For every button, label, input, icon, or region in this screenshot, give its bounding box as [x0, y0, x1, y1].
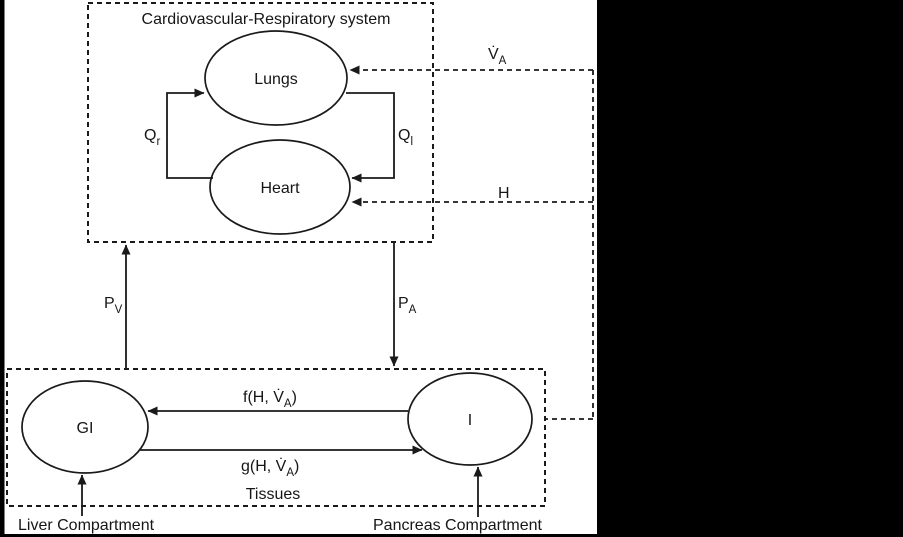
gi-label: GI — [77, 420, 94, 437]
qr-base: Q — [144, 127, 156, 144]
f-sub: A — [284, 398, 292, 410]
va-label: V̇A — [488, 45, 507, 67]
diagram-title: Cardiovascular-Respiratory system — [142, 11, 391, 28]
pancreas-compartment-label: Pancreas Compartment — [373, 517, 543, 534]
ql-label: Ql — [398, 127, 413, 148]
bottom-edge-mask — [0, 534, 903, 537]
tissues-label: Tissues — [246, 486, 301, 503]
lungs-node — [204, 30, 348, 126]
left-edge-mask — [0, 0, 5, 537]
insulin-label: I — [468, 412, 472, 429]
g-pre: g(H, — [241, 458, 276, 475]
heart-node — [209, 139, 351, 235]
h-label: H — [498, 185, 510, 202]
ql-sub: l — [410, 136, 413, 148]
pv-label: PV — [104, 295, 123, 316]
cardio-respiratory-box — [87, 2, 434, 243]
ql-base: Q — [398, 127, 410, 144]
right-mask — [597, 0, 903, 537]
g-post: ) — [294, 458, 299, 475]
liver-compartment-label: Liver Compartment — [18, 517, 155, 534]
va-sub: A — [499, 55, 507, 67]
pv-sub: V — [115, 304, 123, 316]
f-pre: f(H, — [243, 389, 273, 406]
f-post: ) — [292, 389, 297, 406]
g-base: V̇ — [276, 457, 287, 475]
pa-label: PA — [398, 295, 417, 316]
g-sub: A — [286, 467, 294, 479]
qr-label: Qr — [144, 127, 160, 148]
qr-arrow — [166, 88, 213, 179]
f-label: f(H, V̇A) — [243, 388, 297, 410]
tissues-box — [6, 368, 546, 507]
pa-base: P — [398, 295, 409, 312]
qr-sub: r — [156, 136, 160, 148]
va-base: V̇ — [488, 45, 499, 63]
lungs-label: Lungs — [254, 71, 298, 88]
insulin-node — [407, 372, 533, 466]
g-label: g(H, V̇A) — [241, 457, 299, 479]
ql-arrow — [346, 92, 395, 183]
f-base: V̇ — [273, 388, 284, 406]
heart-label: Heart — [260, 180, 300, 197]
gi-node — [21, 380, 149, 474]
pa-sub: A — [409, 304, 417, 316]
pv-base: P — [104, 295, 115, 312]
